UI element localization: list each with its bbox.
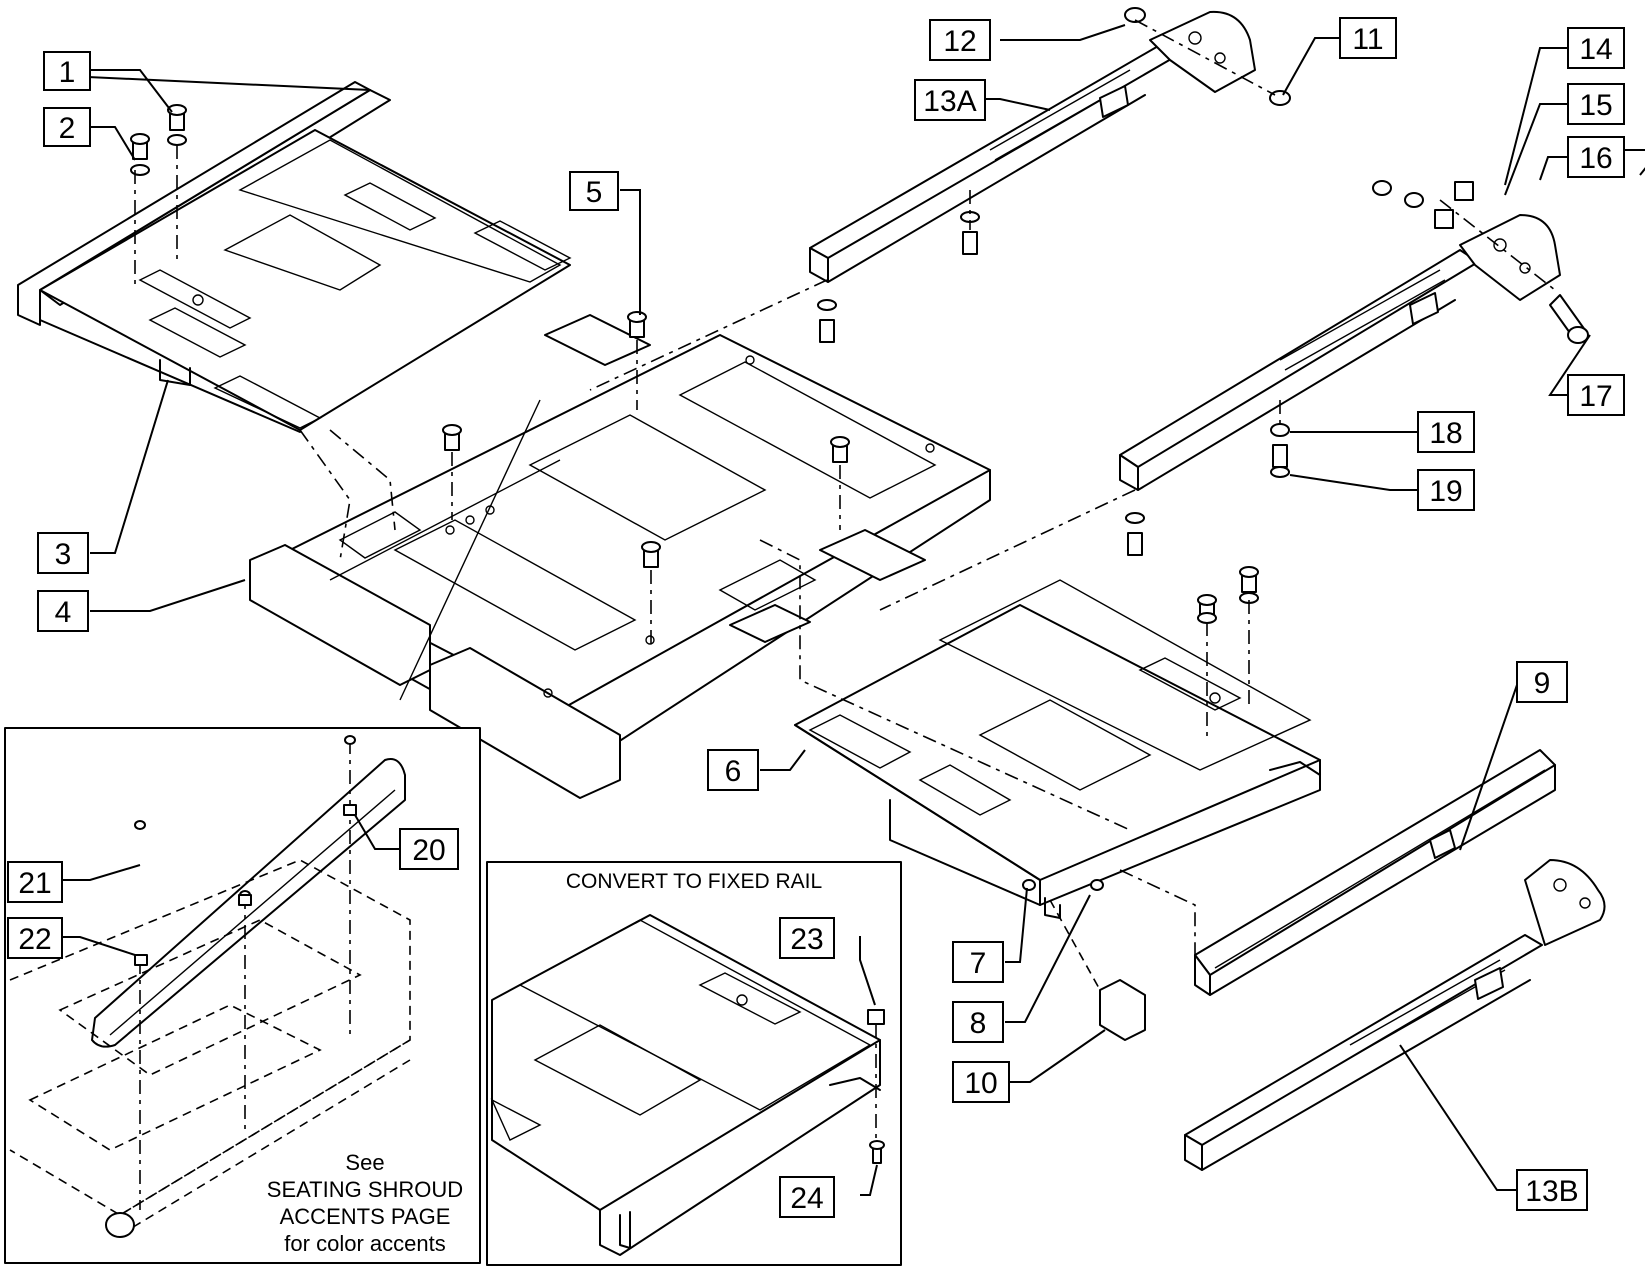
callout-label-10: 10 bbox=[964, 1067, 997, 1100]
right-side-rail bbox=[1194, 749, 1556, 996]
callout-label-6: 6 bbox=[725, 755, 742, 788]
shroud-note-line-1: See bbox=[345, 1150, 384, 1175]
callout-10: 10 bbox=[952, 1061, 1010, 1103]
callout-label-21: 21 bbox=[18, 867, 51, 900]
callout-label-1: 1 bbox=[59, 56, 76, 89]
callout-14: 14 bbox=[1567, 27, 1625, 69]
callout-13b: 13B bbox=[1516, 1169, 1588, 1211]
callout-4: 4 bbox=[37, 590, 89, 632]
assembly-lines bbox=[134, 19, 1556, 991]
lower-arm-rail bbox=[1184, 859, 1606, 1171]
callout-label-13a: 13A bbox=[923, 85, 976, 118]
callout-label-3: 3 bbox=[55, 538, 72, 571]
inset-shroud bbox=[4, 727, 481, 1264]
callout-21: 21 bbox=[7, 861, 63, 903]
callout-label-18: 18 bbox=[1429, 417, 1462, 450]
end-cap bbox=[1099, 979, 1146, 1041]
callout-8: 8 bbox=[952, 1001, 1004, 1043]
callout-22: 22 bbox=[7, 917, 63, 959]
callout-label-5: 5 bbox=[586, 176, 603, 209]
callout-label-15: 15 bbox=[1579, 89, 1612, 122]
callout-17: 17 bbox=[1567, 374, 1625, 416]
callout-label-23: 23 bbox=[790, 923, 823, 956]
callout-label-16: 16 bbox=[1579, 142, 1612, 175]
callout-11: 11 bbox=[1339, 17, 1397, 59]
callout-16: 16 bbox=[1567, 136, 1625, 178]
callout-23: 23 bbox=[779, 917, 835, 959]
callout-label-8: 8 bbox=[970, 1007, 987, 1040]
callout-18: 18 bbox=[1417, 411, 1475, 453]
callout-label-4: 4 bbox=[55, 596, 72, 629]
callout-label-7: 7 bbox=[970, 947, 987, 980]
callout-label-19: 19 bbox=[1429, 475, 1462, 508]
callout-24: 24 bbox=[779, 1176, 835, 1218]
callout-label-22: 22 bbox=[18, 923, 51, 956]
callout-label-20: 20 bbox=[412, 834, 445, 867]
callout-3: 3 bbox=[37, 532, 89, 574]
upper-arm-rail bbox=[809, 10, 1256, 283]
callout-label-14: 14 bbox=[1579, 33, 1612, 66]
callout-label-24: 24 bbox=[790, 1182, 823, 1215]
callouts: 1 2 3 4 5 6 7 8 9 10 11 12 13A 13B 14 15… bbox=[7, 17, 1625, 1218]
callout-13a: 13A bbox=[914, 79, 986, 121]
callout-6: 6 bbox=[707, 749, 759, 791]
right-seat-pan bbox=[794, 579, 1321, 919]
callout-label-17: 17 bbox=[1579, 380, 1612, 413]
shroud-note: See SEATING SHROUD ACCENTS PAGE for colo… bbox=[267, 1150, 463, 1256]
shroud-note-line-2: SEATING SHROUD bbox=[267, 1177, 463, 1202]
callout-9: 9 bbox=[1516, 661, 1568, 703]
callout-label-9: 9 bbox=[1534, 667, 1551, 700]
callout-20: 20 bbox=[399, 828, 459, 870]
callout-15: 15 bbox=[1567, 83, 1625, 125]
shroud-note-line-4: for color accents bbox=[284, 1231, 445, 1256]
callout-label-2: 2 bbox=[59, 112, 76, 145]
shroud-note-line-3: ACCENTS PAGE bbox=[280, 1204, 451, 1229]
inset-fixed-rail bbox=[486, 861, 902, 1266]
center-seat-frame bbox=[249, 314, 991, 799]
callout-1: 1 bbox=[43, 51, 91, 91]
callout-label-12: 12 bbox=[943, 25, 976, 58]
callout-19: 19 bbox=[1417, 469, 1475, 511]
upper-arm-rail-right bbox=[1119, 214, 1561, 491]
callout-label-11: 11 bbox=[1352, 23, 1383, 56]
callout-2: 2 bbox=[43, 107, 91, 147]
callout-label-13b: 13B bbox=[1525, 1175, 1578, 1208]
callout-7: 7 bbox=[952, 941, 1004, 983]
inset-fixed-rail-title: CONVERT TO FIXED RAIL bbox=[566, 870, 822, 893]
callout-12: 12 bbox=[929, 19, 991, 61]
callout-5: 5 bbox=[569, 171, 619, 211]
left-seat-pan bbox=[17, 74, 572, 433]
